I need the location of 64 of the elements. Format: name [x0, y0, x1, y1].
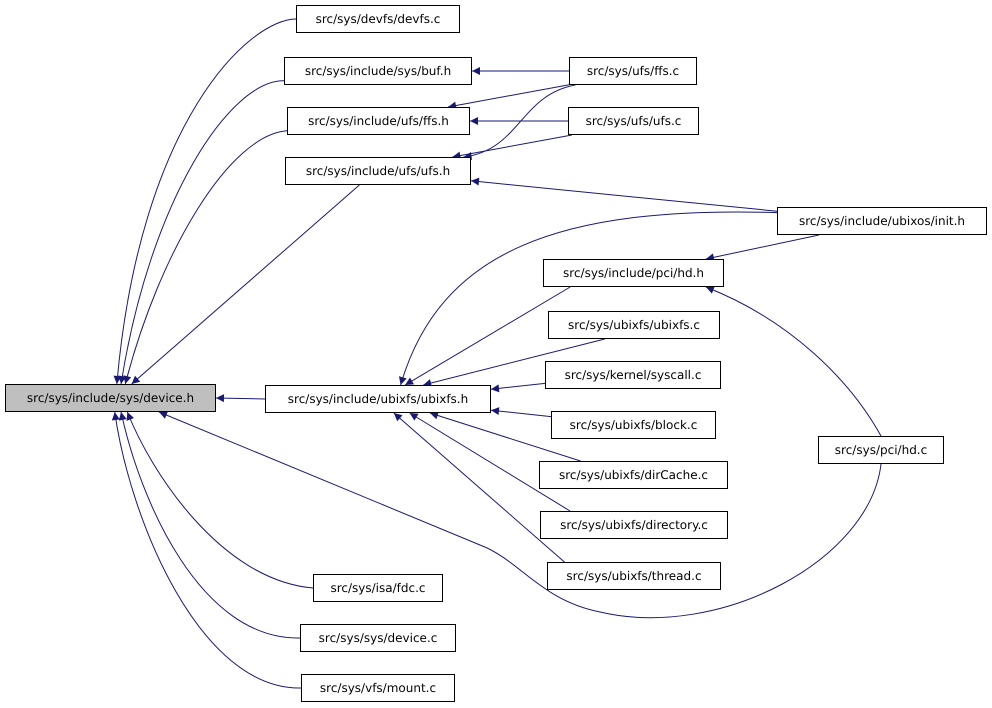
file-name: src/sys/pci/hd.c [834, 443, 928, 457]
file-box [285, 157, 471, 185]
file-name: src/sys/ubixfs/ubixfs.c [568, 318, 700, 332]
file-name: src/sys/sys/device.c [318, 631, 438, 645]
arrow [118, 80, 284, 384]
arrow [490, 382, 546, 392]
file-box [568, 107, 699, 135]
file-box [551, 411, 716, 439]
arrow [705, 234, 820, 262]
arrow [216, 394, 266, 402]
file-name: src/sys/devfs/devfs.c [316, 12, 440, 26]
file-box [777, 207, 987, 235]
file-box [5, 384, 216, 412]
file-box [547, 562, 721, 590]
file-box [313, 574, 443, 602]
file-box [545, 361, 721, 389]
arrow [463, 84, 576, 160]
arrow [119, 412, 300, 638]
arrow [400, 212, 778, 386]
arrow [705, 286, 882, 436]
file-box [539, 461, 728, 489]
arrow [393, 412, 565, 562]
file-name: src/sys/include/ufs/ufs.h [306, 164, 450, 178]
file-name: src/sys/vfs/mount.c [320, 681, 436, 695]
arrow [158, 411, 882, 618]
arrow [409, 412, 571, 512]
file-box [540, 511, 728, 539]
file-name: src/sys/include/ubixos/init.h [798, 214, 966, 228]
file-box [296, 5, 460, 33]
file-box [818, 436, 944, 464]
arrow [490, 407, 552, 418]
file-name: src/sys/ubixfs/block.c [570, 418, 698, 432]
file-box [548, 311, 720, 339]
file-name: src/sys/include/sys/device.h [26, 391, 194, 405]
arrow [429, 412, 582, 462]
file-name: src/sys/kernel/syscall.c [564, 368, 702, 382]
arrow [124, 130, 288, 384]
file-name: src/sys/isa/fdc.c [330, 581, 426, 595]
file-name: src/sys/ufs/ufs.c [586, 114, 682, 128]
arrow [126, 412, 314, 588]
file-box [300, 624, 456, 652]
file-name: src/sys/include/sys/buf.h [304, 64, 452, 78]
file-name: src/sys/include/ubixfs/ubixfs.h [288, 392, 468, 406]
arrow [470, 117, 568, 125]
file-box [543, 259, 724, 287]
arrow [112, 412, 302, 688]
file-name: src/sys/ubixfs/dirCache.c [558, 468, 708, 482]
arrow [131, 184, 360, 384]
arrow [404, 286, 571, 386]
file-box [284, 57, 472, 85]
file-name: src/sys/include/ufs/ffs.h [308, 114, 449, 128]
arrow [472, 67, 570, 75]
arrow [114, 18, 296, 384]
file-name: src/sys/ubixfs/directory.c [560, 518, 708, 532]
file-box [287, 107, 470, 135]
file-box [569, 57, 697, 85]
file-box [265, 385, 491, 413]
file-name: src/sys/ufs/ffs.c [586, 64, 680, 78]
file-box [301, 674, 455, 702]
file-name: src/sys/ubixfs/thread.c [566, 569, 702, 583]
arrow [452, 134, 572, 160]
arrow [470, 178, 778, 212]
arrow [422, 338, 606, 387]
file-name: src/sys/include/pci/hd.h [563, 266, 704, 280]
